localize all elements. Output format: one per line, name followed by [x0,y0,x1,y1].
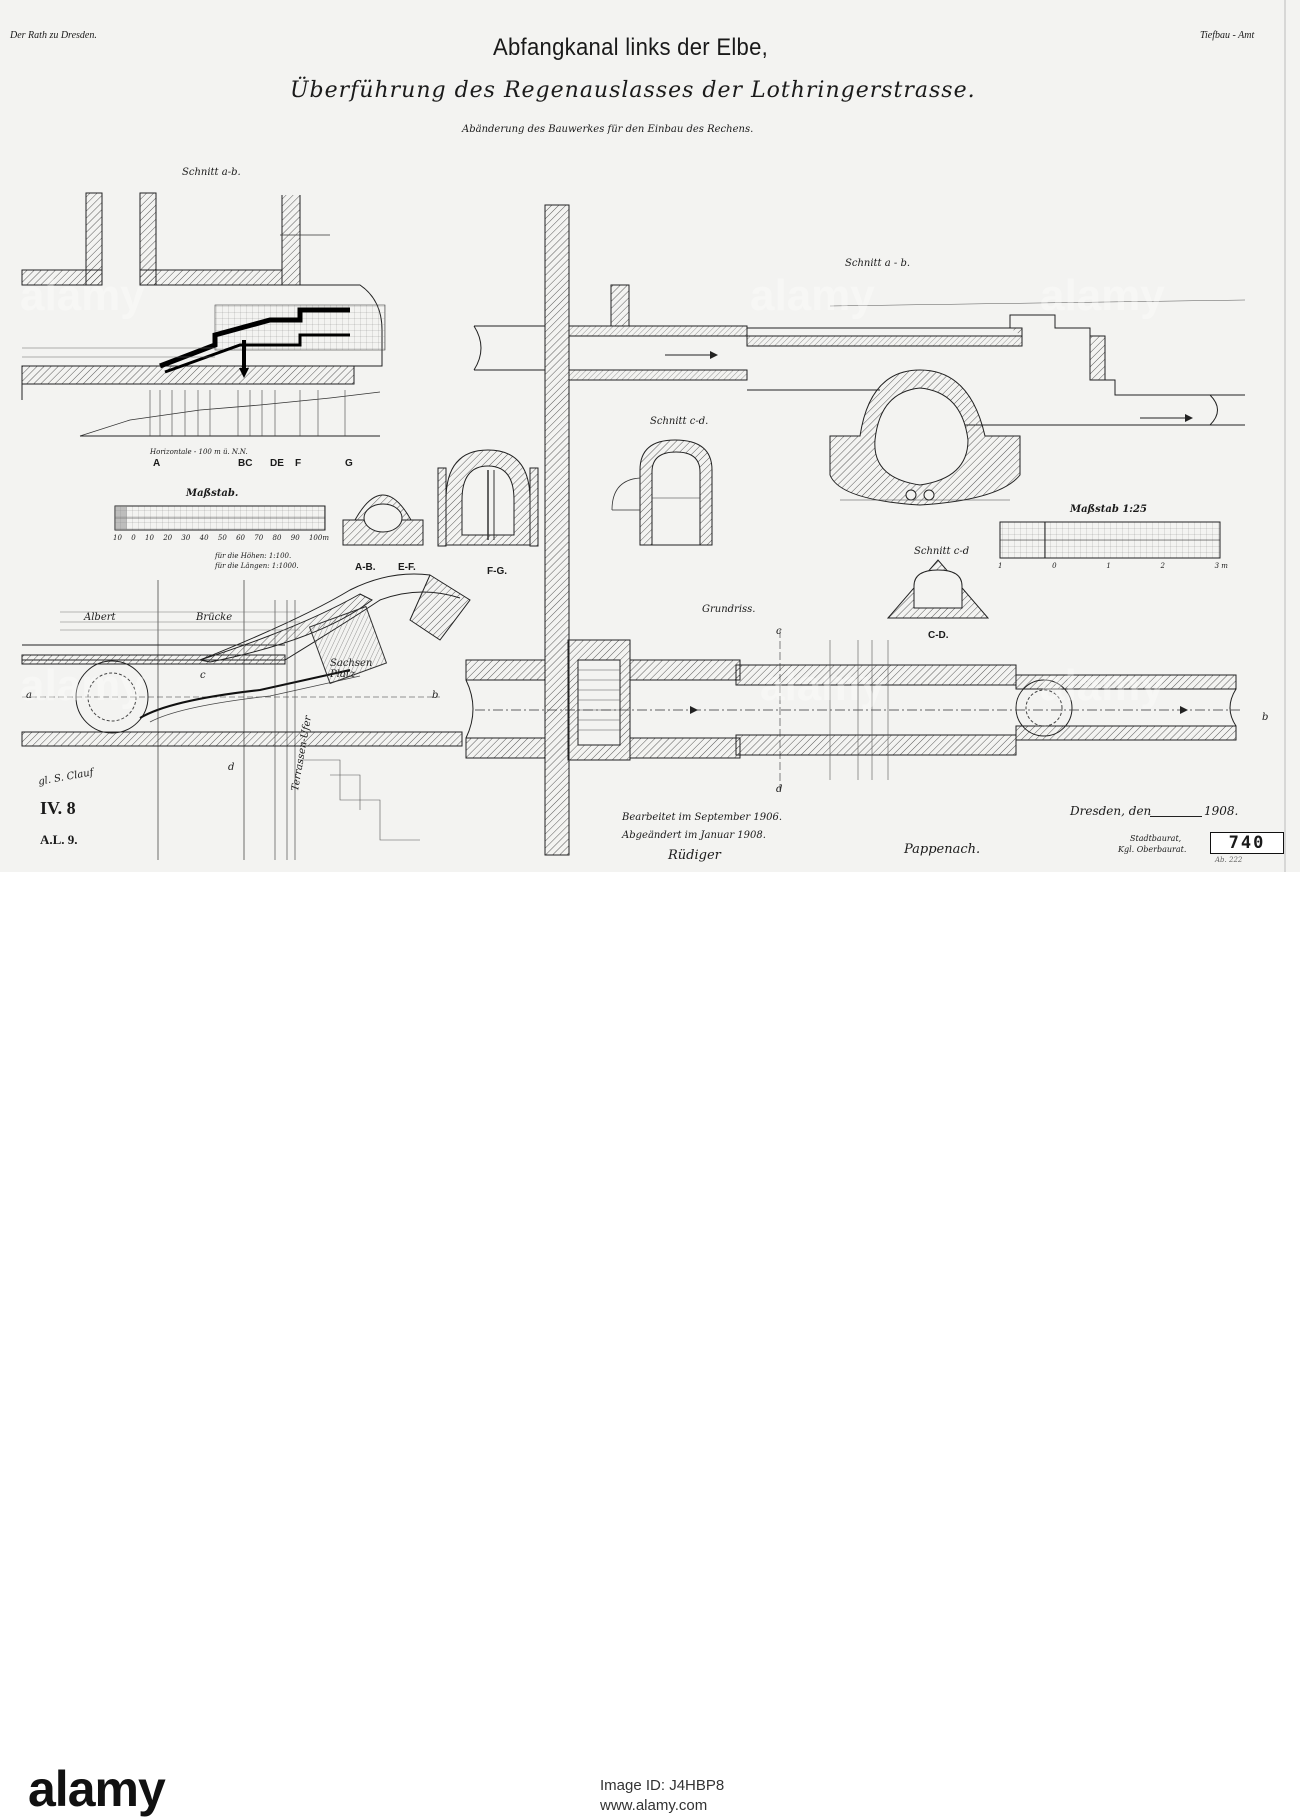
watermark-4: alamy [20,661,145,710]
marker-c-ground: c [776,626,782,637]
scale-tick: 3 m [1214,562,1228,570]
cross-section-ab [342,494,424,546]
profile-section-right [473,204,1246,856]
scale-ticks-right: 1 0 1 2 3 m [998,562,1228,570]
footer-logo: alamy [28,1761,166,1817]
label-massstab-left: Maßstab. [186,488,239,499]
scale-tick: 70 [254,534,264,542]
signature-left: Rüdiger [668,848,721,863]
footer-url: www.alamy.com [600,1797,708,1814]
label-scale-laengen: für die Längen: 1:1000. [215,562,299,570]
caption-cd: C-D. [928,630,949,641]
marker-c-plan: c [200,670,206,681]
scale-ticks-left: 10 0 10 20 30 40 50 60 70 80 90 100m [113,534,329,542]
date-year: 1908. [1204,804,1239,818]
section-cd-small [886,559,990,619]
profile-letter-a: A [153,458,161,469]
cross-section-fg [437,449,539,547]
scale-tick: 80 [272,534,282,542]
marker-d-plan: d [228,762,235,773]
scale-tick: 20 [163,534,173,542]
caption-ef: E-F. [398,562,416,573]
section-cd-middle [611,439,713,546]
scale-tick: 1 [1106,562,1111,570]
corner-right-text: Tiefbau - Amt [1200,30,1255,41]
caption-fg: F-G. [487,566,507,577]
profile-section-left [21,192,386,437]
marker-b-ground: b [1262,712,1269,723]
profile-letter-g: G [345,458,353,469]
label-horizontale: Horizontale - 100 m ü. N.N. [150,448,248,456]
authority-line1: Stadtbaurat, [1130,834,1182,843]
watermark-5: alamy [760,661,885,710]
label-grundriss: Grundriss. [702,604,756,615]
drawing-title: Abfangkanal links der Elbe, [493,34,769,61]
drawing-sheet: alamy alamy alamy alamy alamy alamy Der … [0,0,1300,872]
label-massstab-right: Maßstab 1:25 [1070,504,1147,515]
marker-b-plan: b [432,690,439,701]
stock-footer: alamy Image ID: J4HBP8 www.alamy.com [0,872,1300,1817]
profile-letter-f: F [295,458,302,469]
scale-tick: 2 [1160,562,1165,570]
scale-tick: 60 [236,534,245,542]
scale-tick: 50 [217,534,227,542]
scale-bar-right [999,521,1221,559]
marker-d-ground: d [776,784,783,795]
technical-drawing: alamy alamy alamy alamy alamy alamy [20,0,1286,872]
site-plan [21,573,471,860]
profile-letter-bc: BC [238,458,253,469]
scale-tick: 10 [144,534,154,542]
place-date-dresden: Dresden, den [1070,804,1152,818]
ground-plan [465,630,1240,790]
scale-tick: 1 [998,562,1003,570]
archive-note: Ab. 222 [1215,856,1243,864]
watermark-layer: alamy alamy alamy alamy alamy alamy [20,271,1165,710]
scale-tick: 40 [199,534,209,542]
date-blank-line [1150,816,1202,817]
scale-tick: 0 [1052,562,1057,570]
scale-tick: 100m [308,534,329,542]
label-schnitt-cd-small: Schnitt c-d [914,546,970,557]
sheet-number-box: 740 [1210,832,1284,854]
date-abgeaendert: Abgeändert im Januar 1908. [622,830,766,841]
profile-letter-de: DE [270,458,284,469]
authority-line2: Kgl. Oberbaurat. [1118,845,1187,854]
drawing-subtitle: Überführung des Regenauslasses der Lothr… [290,78,976,103]
footer-image-id: Image ID: J4HBP8 [600,1777,725,1794]
sheet-roman-id: IV. 8 [40,798,76,818]
scale-tick: 30 [181,534,191,542]
corner-left-text: Der Rath zu Dresden. [10,30,97,41]
watermark-1: alamy [20,271,145,320]
watermark-3: alamy [1040,271,1165,320]
watermark-6: alamy [1040,661,1165,710]
street-brucke: Brücke [196,612,233,623]
label-scale-hoehen: für die Höhen: 1:100. [215,552,292,560]
label-platz: Sachsen Platz [330,658,373,680]
date-bearbeitet: Bearbeitet im September 1906. [622,812,783,823]
scale-tick: 90 [290,534,300,542]
scale-bar-left [114,505,326,531]
scale-tick: 10 [113,534,122,542]
label-schnitt-ab-right: Schnitt a - b. [845,258,911,269]
label-schnitt-ab-left: Schnitt a-b. [182,167,241,178]
caption-ab: A-B. [355,562,376,573]
street-albert: Albert [84,612,116,623]
scale-tick: 0 [131,534,136,542]
marker-a-plan: a [26,690,32,701]
sheet-al-id: A.L. 9. [40,832,78,847]
label-schnitt-cd: Schnitt c-d. [650,416,709,427]
signature-middle: Pappenach. [904,842,981,857]
watermark-2: alamy [750,271,875,320]
drawing-subtitle-2: Abänderung des Bauwerkes für den Einbau … [462,124,754,135]
